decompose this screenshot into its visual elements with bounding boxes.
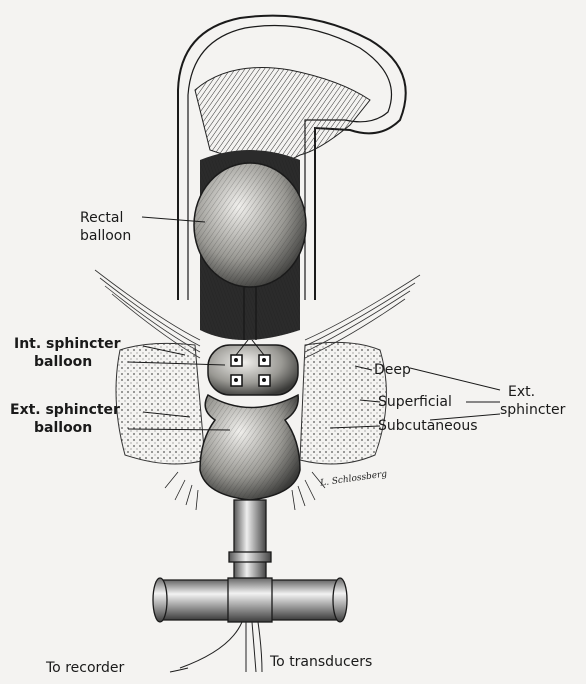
int-sphincter-balloon-label-2: balloon	[34, 354, 92, 370]
external-sphincter-right	[300, 342, 386, 464]
ext-sphincter-label-1: Ext.	[508, 384, 535, 400]
rectal-balloon-label-2: balloon	[80, 228, 131, 244]
superficial-label: Superficial	[378, 394, 452, 410]
rectum-wall	[178, 16, 406, 340]
int-sphincter-balloon-label-1: Int. sphincter	[14, 336, 121, 352]
deep-label: Deep	[374, 362, 411, 378]
ext-sphincter-label-2: sphincter	[500, 402, 565, 418]
ext-sphincter-balloon-label-1: Ext. sphincter	[10, 402, 120, 418]
lead-wires	[180, 622, 262, 672]
rectal-balloon-label-1: Rectal	[80, 210, 123, 226]
to-transducers-label: To transducers	[270, 654, 372, 670]
catheter-handle	[153, 578, 347, 622]
subcutaneous-label: Subcutaneous	[378, 418, 478, 434]
external-sphincter-left	[116, 343, 205, 464]
ext-sphincter-balloon	[200, 395, 300, 500]
to-recorder-label: To recorder	[46, 660, 124, 676]
int-sphincter-balloon	[208, 340, 298, 395]
ext-sphincter-balloon-label-2: balloon	[34, 420, 92, 436]
